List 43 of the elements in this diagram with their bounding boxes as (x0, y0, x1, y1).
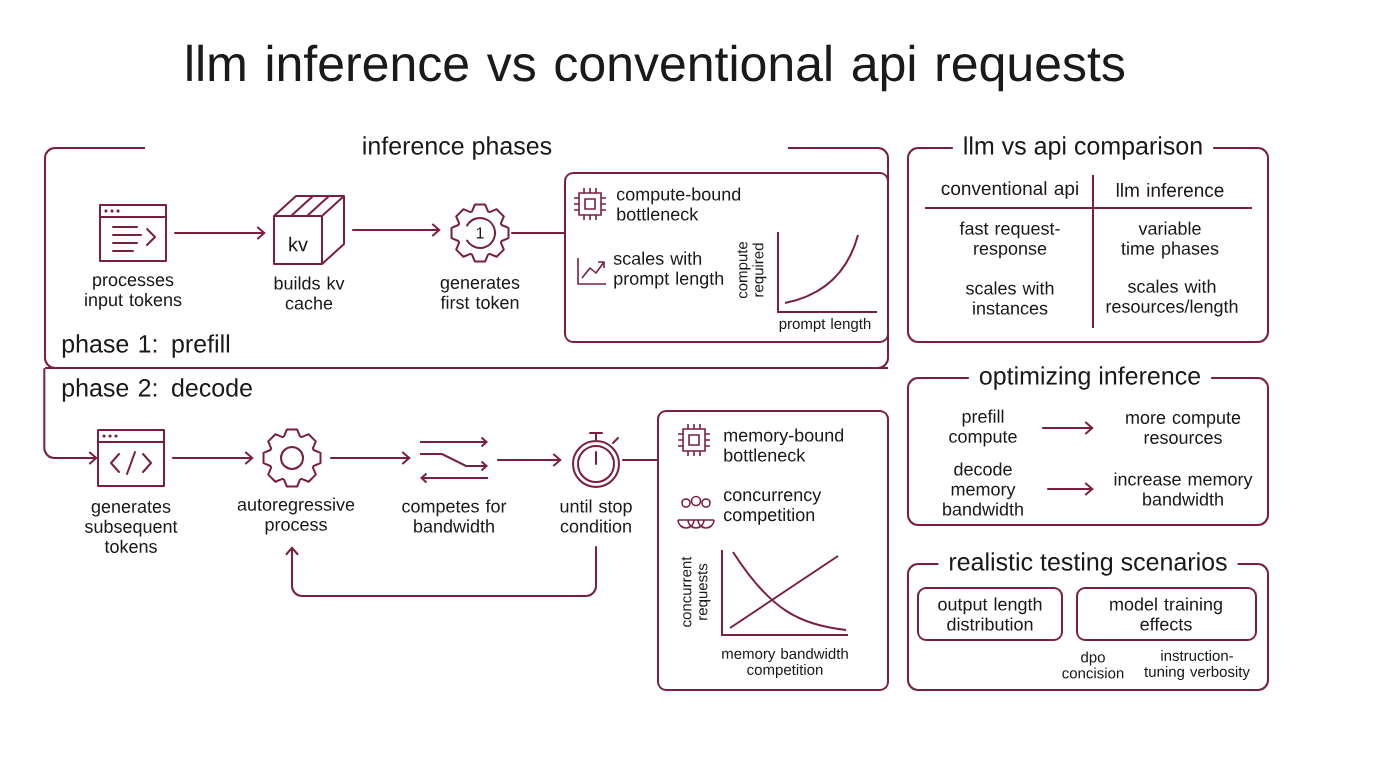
arrow (329, 451, 411, 465)
scenario-box: model training effects (1076, 587, 1257, 641)
step-label: autoregressive process (237, 497, 355, 535)
table-text: variable time phases (1121, 221, 1219, 259)
axis-label: prompt length (779, 318, 871, 332)
box-heading: concurrency competition (724, 491, 822, 525)
step-label: generates subsequent tokens (85, 501, 178, 553)
box-text: scales with prompt length (613, 251, 724, 289)
item-text: decode memory bandwidth (943, 462, 1023, 516)
bottleneck-box (657, 410, 889, 691)
arrow (173, 226, 266, 240)
column-header: llm inference (1116, 183, 1224, 197)
title: llm inference vs conventional api requests (187, 44, 1125, 92)
box-heading: compute-bound bottleneck (617, 187, 741, 221)
arrow (1041, 421, 1094, 435)
scenario-box: output length distribution (917, 587, 1063, 641)
axis-label: memory bandwidth competition (722, 648, 848, 678)
table-text: scales with instances (966, 281, 1054, 315)
phase-heading: phase 1: prefill (62, 334, 230, 358)
axis-label: compute required (737, 241, 767, 299)
arrow (171, 451, 254, 465)
step-label: generates first token (440, 277, 520, 309)
item-text: increase memory bandwidth (1114, 472, 1253, 506)
arrow (43, 367, 98, 465)
arrow (285, 545, 597, 597)
column-header: conventional api (941, 181, 1078, 199)
step-label: builds kv cache (274, 276, 345, 310)
step-label: until stop condition (560, 499, 632, 533)
table-text: scales with resources/length (1106, 279, 1238, 317)
note-text: instruction-tuning verbosity (1144, 650, 1250, 680)
arrow (1046, 482, 1094, 496)
arrow (496, 453, 562, 467)
item-text: more compute resources (1126, 412, 1241, 444)
step-label: processes input tokens (85, 276, 182, 310)
bottleneck-box (564, 172, 889, 343)
table-text: fast request-response (959, 221, 1060, 259)
step-label: competes for bandwidth (402, 499, 507, 533)
note-text: dpo concision (1062, 651, 1124, 679)
item-text: prefill compute (949, 409, 1017, 447)
arrow (351, 223, 441, 237)
box-heading: memory-bound bottleneck (724, 428, 844, 462)
axis-label: concurrent requests (681, 556, 711, 627)
phase-heading: phase 2: decode (62, 378, 252, 402)
